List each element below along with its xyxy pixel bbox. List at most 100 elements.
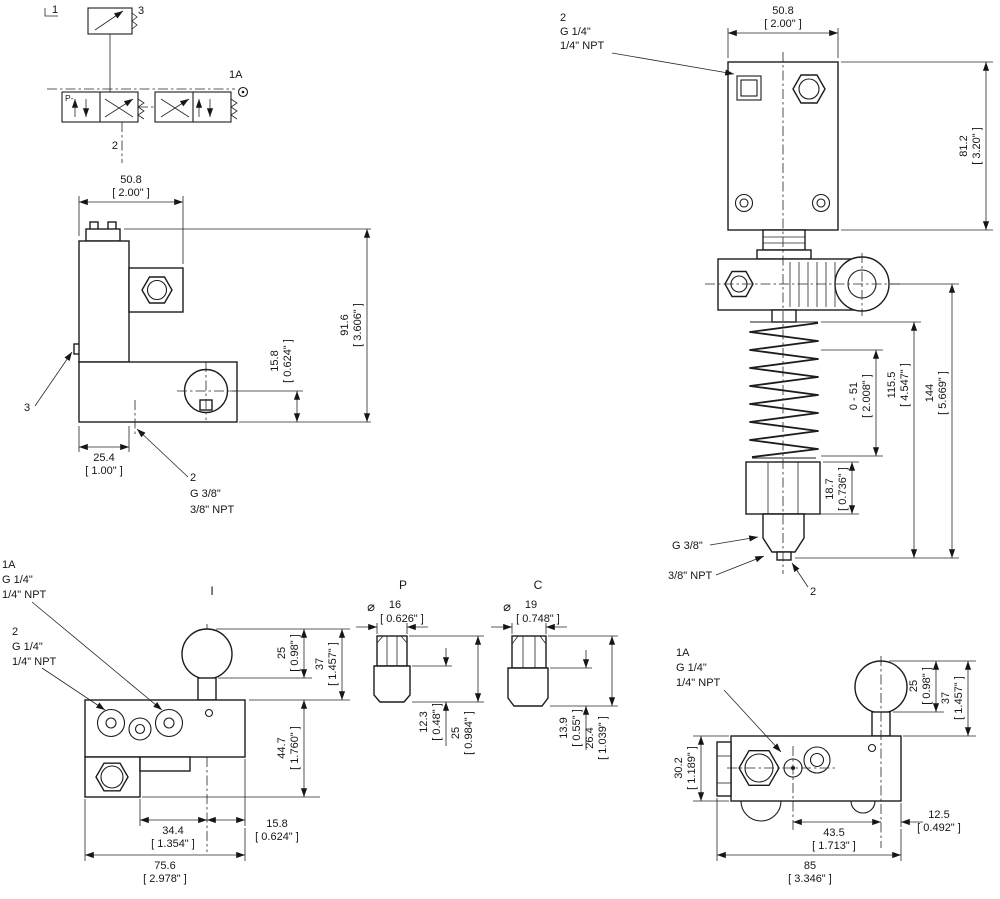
dim-43-5-in: [ 1.713" ] — [812, 840, 856, 852]
port-hole — [803, 746, 831, 774]
dim-overall-mm: 144 — [924, 384, 936, 402]
fitting-hex — [376, 635, 408, 667]
dim-34-4-mm: 34.4 — [162, 825, 183, 837]
dim-block-height-in: [ 3.20" ] — [971, 127, 983, 165]
dim-spring-width-in: [ 2.00" ] — [764, 18, 802, 30]
spring-callout-g14: G 1/4" — [560, 26, 591, 38]
dim-c-total-mm: 26.4 — [584, 727, 596, 748]
dim-side-offset-mm: 15.8 — [269, 350, 281, 371]
dim-85-mm: 85 — [804, 860, 816, 872]
dim-34-4-in: [ 1.354" ] — [151, 838, 195, 850]
schematic-view: 1 3 P- 1A 2 — [44, 4, 249, 163]
spring-view: 50.8 [ 2.00" ] 2 G 1/4" 1/4" NPT 81.2 [ … — [560, 5, 993, 598]
coil-spring — [749, 322, 819, 458]
dim-p-body-in: [ 0.48" ] — [431, 703, 443, 741]
port-square — [736, 75, 762, 101]
dim-nut-mm: 18.7 — [824, 478, 836, 499]
bottom-boss — [740, 800, 782, 822]
spring-callout-g38: G 3/8" — [672, 540, 703, 552]
ball-knob — [181, 628, 233, 680]
side-callout-npt: 3/8" NPT — [190, 504, 235, 516]
top-callout-2-g: G 1/4" — [12, 641, 43, 653]
port-c-label: C — [534, 578, 543, 592]
dim-knob-in: [ 1.457" ] — [953, 676, 965, 720]
fitting-body — [373, 665, 411, 703]
dim-side-base-in: [ 1.00" ] — [85, 465, 123, 477]
lever-stem — [197, 677, 217, 701]
valve-body — [84, 699, 246, 758]
dim-body-mm: 44.7 — [276, 737, 288, 758]
lever-label: I — [210, 584, 213, 598]
spring-callout-2: 2 — [560, 12, 566, 24]
dim-spring-assy-in: [ 4.547" ] — [899, 363, 911, 407]
port-hole — [96, 708, 126, 738]
dim-c-dia-mm: 19 — [525, 599, 537, 611]
port-p-label: P — [399, 578, 407, 592]
dim-p-body-mm: 12.3 — [418, 711, 430, 732]
side2-callout-1a-g: G 1/4" — [676, 662, 707, 674]
side-view: 50.8 [ 2.00" ] 91.6 [ 3.606" ] 15.8 [ 0.… — [24, 174, 371, 516]
bolt-hole — [734, 193, 754, 213]
dim-spring-width-mm: 50.8 — [772, 5, 793, 17]
top-callout-1a-g: G 1/4" — [2, 574, 33, 586]
dim-p-dia-in: [ 0.626" ] — [380, 613, 424, 625]
dim-stroke-mm: 0 - 51 — [848, 382, 860, 410]
valve-body — [78, 240, 130, 363]
dim-body-in: [ 1.760" ] — [289, 726, 301, 770]
spring-ref-2: 2 — [810, 586, 816, 598]
dim-knob-mm: 37 — [314, 658, 326, 670]
port-c-view: C ⌀ 19 [ 0.748" ] 13.9 [ 0.55" ] 26.4 [ … — [491, 578, 618, 760]
dim-block-height-mm: 81.2 — [958, 135, 970, 156]
dim-ball-in: [ 0.98" ] — [289, 634, 301, 672]
top-callout-2: 2 — [12, 626, 18, 638]
dim-side-base-mm: 25.4 — [93, 452, 114, 464]
spring-callout-npt: 1/4" NPT — [560, 40, 605, 52]
schematic-ref-1a: 1A — [229, 69, 243, 81]
top-view: 25 [ 0.98" ] 37 [ 1.457" ] 44.7 [ 1.760"… — [2, 559, 350, 885]
dim-body-in: [ 1.189" ] — [686, 746, 698, 790]
dim-overall-in: [ 5.669" ] — [937, 371, 949, 415]
hex-plug — [792, 74, 826, 104]
dim-p-total-in: [ 0.984" ] — [463, 711, 475, 755]
clamp-plate — [716, 741, 732, 797]
bolt-hole — [811, 193, 831, 213]
dim-12-5-in: [ 0.492" ] — [917, 822, 961, 834]
dim-knob-in: [ 1.457" ] — [327, 642, 339, 686]
dim-side-offset-in: [ 0.624" ] — [282, 339, 294, 383]
schematic-ref-2: 2 — [112, 140, 118, 152]
side2-callout-1a: 1A — [676, 647, 690, 659]
fitting-hex — [511, 635, 547, 669]
dim-75-6-mm: 75.6 — [154, 860, 175, 872]
dim-spring-assy-mm: 115.5 — [886, 372, 898, 399]
dim-ball-in: [ 0.98" ] — [921, 667, 933, 705]
dim-ball-mm: 25 — [908, 680, 920, 692]
dim-12-5-mm: 12.5 — [928, 809, 949, 821]
diameter-symbol: ⌀ — [367, 599, 375, 614]
bottom-plug — [762, 513, 805, 553]
side-callout-2: 2 — [190, 472, 196, 484]
port-p-view: P ⌀ 16 [ 0.626" ] 12.3 [ 0.48" ] 25 [ 0.… — [356, 578, 484, 755]
adjuster-hex-nut — [745, 461, 821, 515]
dim-p-dia-mm: 16 — [389, 599, 401, 611]
ball-knob — [854, 660, 908, 714]
side-ref-3: 3 — [24, 402, 30, 414]
dim-side-width-mm: 50.8 — [120, 174, 141, 186]
dim-side-height-mm: 91.6 — [339, 314, 351, 335]
dim-stroke-in: [ 2.008" ] — [861, 374, 873, 418]
valve-cap — [85, 228, 121, 242]
dim-p-total-mm: 25 — [450, 727, 462, 739]
dim-15-8-in: [ 0.624" ] — [255, 831, 299, 843]
spring-callout-npt38: 3/8" NPT — [668, 570, 713, 582]
dim-nut-in: [ 0.736" ] — [837, 467, 849, 511]
schematic-ref-1: 1 — [52, 4, 58, 16]
top-callout-1a-npt: 1/4" NPT — [2, 589, 47, 601]
dim-side-width-in: [ 2.00" ] — [112, 187, 150, 199]
dim-c-total-in: [ 1.039" ] — [597, 716, 609, 760]
schematic-ref-3: 3 — [138, 5, 144, 17]
dim-75-6-in: [ 2.978" ] — [143, 873, 187, 885]
dim-c-body-mm: 13.9 — [558, 717, 570, 738]
diameter-symbol: ⌀ — [503, 599, 511, 614]
side-view-2: 25 [ 0.98" ] 37 [ 1.457" ] 30.2 [ 1.189"… — [673, 647, 976, 885]
